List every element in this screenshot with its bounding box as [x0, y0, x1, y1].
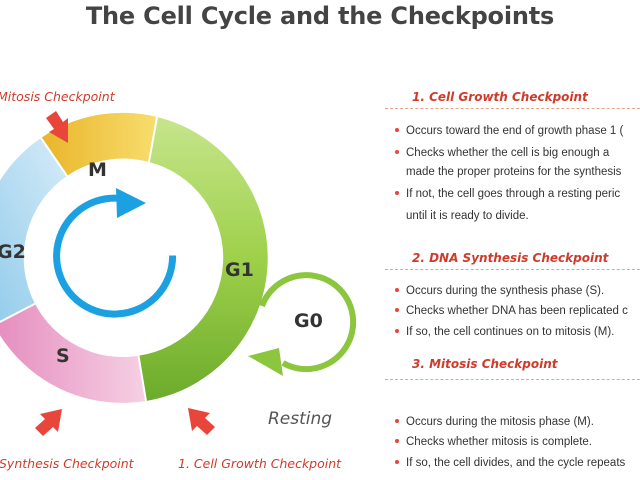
- section-mitosis-checkpoint: 3. Mitosis Checkpoint Occurs during the …: [385, 353, 640, 478]
- section-title: 2. DNA Synthesis Checkpoint: [412, 251, 609, 265]
- mitosis-checkpoint-label: Mitosis Checkpoint: [0, 89, 116, 104]
- list-item-continuation: made the proper proteins for the synthes…: [406, 166, 622, 178]
- cycle-arrow-head-icon: [116, 188, 146, 218]
- list-item: Occurs during the mitosis phase (M).: [395, 416, 594, 428]
- page-title: The Cell Cycle and the Checkpoints: [85, 2, 555, 30]
- cycle-arrow-icon: [53, 194, 177, 318]
- list-item-text: If not, the cell goes through a resting …: [406, 188, 621, 200]
- phase-segment-s: [0, 303, 146, 403]
- phase-segment-m: [41, 112, 157, 176]
- g0-loop-arrow-icon: [259, 272, 357, 373]
- list-item-text: Occurs during the synthesis phase (S).: [406, 285, 605, 297]
- section-title: 1. Cell Growth Checkpoint: [412, 90, 588, 104]
- section-divider: [385, 108, 640, 109]
- list-item: Checks whether mitosis is complete.: [395, 436, 592, 448]
- synthesis-checkpoint-arrow-icon: [35, 409, 62, 436]
- segment-dividers: [0, 116, 158, 402]
- phase-label-g0: G0: [294, 310, 323, 332]
- mitosis-checkpoint-arrow-icon: [46, 111, 68, 143]
- list-item-text: If so, the cell continues on to mitosis …: [406, 326, 615, 338]
- phase-label-s: S: [56, 345, 70, 367]
- bullet-dot: [395, 149, 399, 154]
- bullet-dot: [395, 459, 399, 464]
- growth-checkpoint-arrow-icon: [188, 408, 215, 435]
- section-divider: [385, 379, 640, 380]
- phase-label-g2: G2: [0, 241, 26, 263]
- synthesis-checkpoint-label: Synthesis Checkpoint: [0, 456, 135, 471]
- phase-label-m: M: [88, 159, 107, 181]
- section-dna-synthesis-checkpoint: 2. DNA Synthesis Checkpoint Occurs durin…: [385, 248, 640, 348]
- bullet-dot: [395, 190, 399, 195]
- list-item-continuation: until it is ready to divide.: [406, 210, 529, 222]
- section-cell-growth-checkpoint: 1. Cell Growth Checkpoint Occurs toward …: [385, 88, 640, 228]
- list-item: If so, the cell divides, and the cycle r…: [395, 457, 625, 469]
- cell-cycle-diagram: M G2 G1 S G0 Resting Mitosis Checkpoint …: [0, 89, 357, 471]
- section-divider: [385, 269, 640, 270]
- bullet-dot: [395, 438, 399, 443]
- bullet-dot: [395, 287, 399, 292]
- growth-checkpoint-label: 1. Cell Growth Checkpoint: [178, 456, 342, 471]
- checkpoint-arrows: [35, 111, 215, 436]
- bullet-dot: [395, 418, 399, 423]
- list-item-text: Checks whether DNA has been replicated c: [406, 305, 628, 317]
- list-item: Checks whether DNA has been replicated c: [395, 305, 628, 317]
- g0-loop-arrow-head-icon: [248, 348, 283, 376]
- resting-label: Resting: [268, 409, 332, 429]
- phase-label-g1: G1: [225, 259, 254, 281]
- phase-segment-g1: [138, 117, 268, 401]
- bullet-dot: [395, 127, 399, 132]
- list-item-text: Checks whether the cell is big enough a: [406, 147, 610, 159]
- list-item: Occurs toward the end of growth phase 1 …: [395, 125, 623, 137]
- list-item: Occurs during the synthesis phase (S).: [395, 285, 604, 297]
- list-item-text: Occurs during the mitosis phase (M).: [406, 416, 594, 428]
- list-item-text: Occurs toward the end of growth phase 1 …: [406, 125, 624, 137]
- list-item: If so, the cell continues on to mitosis …: [395, 326, 614, 338]
- bullet-dot: [395, 328, 399, 333]
- list-item-text: If so, the cell divides, and the cycle r…: [406, 457, 626, 469]
- bullet-dot: [395, 307, 399, 312]
- list-item-text: Checks whether mitosis is complete.: [406, 436, 592, 448]
- section-title: 3. Mitosis Checkpoint: [412, 357, 558, 371]
- list-item: If not, the cell goes through a resting …: [395, 188, 620, 200]
- phase-segment-g2: [0, 138, 67, 322]
- list-item: Checks whether the cell is big enough a: [395, 147, 609, 159]
